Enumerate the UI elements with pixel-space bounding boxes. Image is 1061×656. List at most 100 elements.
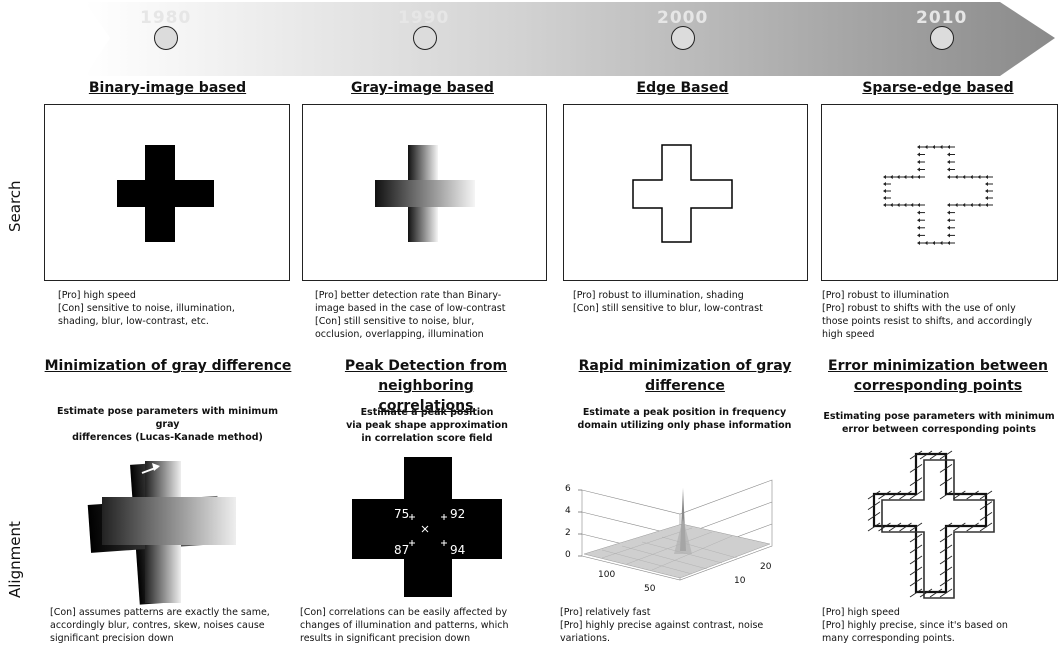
- note-line: [Pro] highly precise, since it's based o…: [822, 620, 1008, 631]
- row-label-search: Search: [6, 180, 24, 232]
- note-line: image based in the case of low-contrast: [315, 303, 506, 314]
- desc-line: error between corresponding points: [841, 424, 1037, 435]
- correspondence-arrow: [939, 533, 953, 543]
- note-line: [Pro] highly precise against contrast, n…: [560, 620, 764, 631]
- edge-arrow-head: [985, 189, 988, 193]
- note-line: [Con] sensitive to noise, illumination,: [58, 303, 235, 314]
- z-axis-label: 4: [565, 506, 571, 516]
- correspondence-arrow: [909, 522, 923, 532]
- edge-arrow-head: [947, 210, 950, 215]
- binary-image-panel: [44, 104, 290, 281]
- correspondence-arrow: [939, 566, 953, 576]
- y-axis-label: 10: [734, 576, 746, 586]
- edge-arrow-head: [883, 203, 886, 207]
- title-line: difference: [645, 378, 725, 394]
- correspondence-arrow: [953, 522, 966, 532]
- correspondence-arrow: [939, 477, 953, 487]
- cross-outline: [881, 459, 995, 599]
- edge-arrow-head: [910, 175, 914, 179]
- gradient-cross-figure: [375, 145, 475, 242]
- note-line: [Pro] robust to shifts with the use of o…: [822, 303, 1016, 314]
- edge-arrow-head: [903, 175, 907, 179]
- edge-arrow-head: [947, 152, 950, 157]
- year-label: 1990: [398, 8, 450, 28]
- correspondence-arrow: [966, 522, 979, 532]
- edge-arrow-head: [883, 196, 886, 200]
- edge-arrow-head: [985, 175, 988, 179]
- note-line: [Pro] better detection rate than Binary-: [315, 290, 502, 301]
- edge-arrow-head: [939, 145, 943, 149]
- edge-arrow-head: [896, 203, 900, 207]
- correspondence-arrow: [909, 477, 923, 487]
- correspondence-arrow: [899, 522, 912, 532]
- edge-arrow-head: [947, 145, 950, 149]
- edge-arrow-head: [947, 233, 950, 238]
- alignment-notes: [Pro] relatively fast [Pro] highly preci…: [560, 606, 808, 645]
- title-line: corresponding points: [853, 378, 1023, 394]
- edge-arrow-head: [883, 182, 886, 186]
- desc-line: domain utilizing only phase information: [577, 420, 792, 431]
- outline-cross-figure: [632, 144, 733, 243]
- edge-arrow-head: [947, 225, 950, 230]
- x-axis-label: 50: [644, 584, 656, 594]
- alignment-notes: [Pro] high speed [Pro] highly precise, s…: [822, 606, 1058, 645]
- edge-arrow-head: [977, 175, 981, 179]
- edge-arrow-head: [947, 218, 950, 223]
- edge-arrow-head: [917, 167, 920, 172]
- note-line: many corresponding points.: [822, 633, 955, 644]
- note-line: those points resist to shifts, and accor…: [822, 316, 1033, 327]
- title-line: Minimization of gray difference: [44, 358, 292, 374]
- score-label: 92: [450, 507, 466, 521]
- sparse-edge-panel: [821, 104, 1058, 281]
- edge-arrow-head: [985, 203, 988, 207]
- method-title: Rapid minimization of gray difference: [560, 356, 810, 396]
- correlation-score-figure: 75 92 87 94: [352, 457, 502, 597]
- edge-arrow-head: [889, 203, 893, 207]
- method-description: Estimate a peak position in frequency do…: [562, 406, 807, 432]
- title-line: Rapid minimization of gray: [578, 358, 792, 374]
- alignment-notes: [Con] correlations can be easily affecte…: [300, 606, 558, 645]
- note-line: [Pro] relatively fast: [560, 607, 651, 618]
- edge-arrow-head: [883, 175, 886, 179]
- edge-arrow-head: [932, 241, 935, 245]
- edge-arrow-head: [896, 175, 900, 179]
- edge-arrow-head: [947, 241, 950, 245]
- edge-arrow-head: [962, 175, 966, 179]
- desc-line: Estimate pose parameters with minimum gr…: [57, 406, 278, 430]
- note-line: variations.: [560, 633, 610, 644]
- phase-correlation-plot: 6 4 2 0 100 50 10 20: [562, 458, 780, 600]
- edge-arrow-head: [932, 145, 935, 149]
- black-cross-figure: [117, 145, 214, 242]
- search-notes: [Pro] high speed [Con] sensitive to nois…: [58, 289, 298, 328]
- edge-arrow-head: [889, 175, 893, 179]
- edge-arrow-head: [954, 203, 958, 207]
- cross-outline: [872, 452, 988, 594]
- timeline-marker: [671, 26, 695, 50]
- search-notes: [Pro] robust to illumination, shading [C…: [573, 289, 813, 315]
- timeline-marker: [930, 26, 954, 50]
- year-label: 2000: [657, 8, 709, 28]
- method-title: Binary-image based: [88, 80, 247, 96]
- desc-line: Estimate a peak position in frequency: [582, 407, 787, 418]
- note-line: [Pro] robust to illumination, shading: [573, 290, 744, 301]
- correspondence-arrow: [888, 522, 902, 532]
- note-line: results in significant precision down: [300, 633, 471, 644]
- note-line: [Pro] high speed: [822, 607, 900, 618]
- z-axis-label: 2: [565, 528, 571, 538]
- edge-arrow-head: [917, 218, 920, 223]
- correspondence-arrow: [919, 450, 933, 460]
- edge-arrow-head: [917, 152, 920, 157]
- edge-arrow-head: [947, 160, 950, 164]
- edge-arrow-head: [947, 175, 950, 179]
- correspondence-arrow: [909, 544, 923, 554]
- correspondence-arrow: [966, 490, 979, 500]
- score-label: 87: [394, 543, 410, 557]
- note-line: significant precision down: [50, 633, 174, 644]
- desc-line: via peak shape approximation: [346, 420, 508, 431]
- correspondence-arrow: [867, 522, 881, 532]
- surface-plot: [578, 479, 773, 581]
- correspondence-arrow: [867, 490, 881, 500]
- desc-line: differences (Lucas-Kanade method): [72, 432, 263, 443]
- edge-arrow-head: [903, 203, 907, 207]
- method-description: Estimate pose parameters with minimum gr…: [45, 405, 290, 444]
